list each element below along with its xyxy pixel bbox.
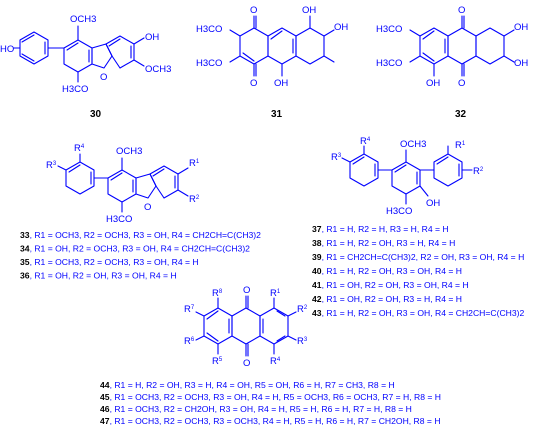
b-ome-top: OCH3 [400,139,426,150]
c-r4: R4 [270,356,281,367]
entry-36: 36, R1 = OH, R2 = OH, R3 = OH, R4 = H [20,271,177,281]
a-r3: R3 [46,160,57,171]
b-oh: OH [426,198,440,209]
a-ome-top: OCH3 [116,146,142,157]
scaffold-a-entries: 33, R1 = OCH3, R2 = OCH3, R3 = OH, R4 = … [20,230,261,281]
a-r2: R2 [189,194,200,205]
svg-text:O: O [144,202,151,213]
c30-ome-bottom: H3CO [62,84,88,95]
c31-oh-bottom: OH [274,78,288,89]
entry-33: 33, R1 = OCH3, R2 = OCH3, R3 = OH, R4 = … [20,230,261,240]
entry-38: 38, R1 = H, R2 = OH, R3 = H, R4 = H [312,238,455,248]
c32-oh-right: OH [514,58,528,69]
c-o-top: O [243,285,250,296]
c30-oh-right: OH [145,32,159,43]
c32-ome-a: H3CO [376,24,402,35]
entry-35: 35, R1 = OCH3, R2 = OCH3, R3 = OH, R4 = … [20,257,199,267]
compound-31: O O H3CO H3CO OH OH OH 31 [196,5,348,120]
c30-oh-left: HO [0,44,14,55]
c31-ome-b: H3CO [196,58,222,69]
a-r4: R4 [74,143,85,154]
scaffold-b: OCH3 R1 R2 R3 R4 H3CO OH 37, R1 = H, R2 … [312,136,525,318]
scaffold-c: O O R8 R7 R6 R5 R1 R2 R3 R4 44, R1 = H, … [100,285,441,426]
entry-42: 42, R1 = OH, R2 = OH, R3 = H, R4 = H [312,294,462,304]
c-r2: R2 [297,304,308,315]
c-o-bottom: O [243,358,250,369]
compound-30: OCH3 OH OCH3 H3CO HO O 30 [0,14,171,120]
c32-number: 32 [455,109,467,120]
entry-43: 43, R1 = H, R2 = OH, R3 = OH, R4 = CH2CH… [312,308,525,318]
c32-oh-top: OH [514,22,528,33]
b-ome-bottom: H3CO [386,206,412,217]
c31-oh-top: OH [302,5,316,16]
entry-45: 45, R1 = OCH3, R2 = OCH3, R3 = OH, R4 = … [100,392,441,402]
svg-text:O: O [458,78,465,89]
svg-text:O: O [250,78,257,89]
c-r6: R6 [184,336,195,347]
entry-41: 41, R1 = OH, R2 = OH, R3 = OH, R4 = H [312,280,469,290]
c32-ome-b: H3CO [376,58,402,69]
entry-47: 47, R1 = OCH3, R2 = OCH3, R3 = OCH3, R4 … [100,416,441,426]
c32-oh-bottom: OH [426,78,440,89]
c-r5: R5 [212,356,223,367]
c30-ome-top: OCH3 [70,14,96,25]
entry-46: 46, R1 = OCH3, R2 = CH2OH, R3 = OH, R4 =… [100,404,412,414]
entry-37: 37, R1 = H, R2 = H, R3 = H, R4 = H [312,224,449,234]
c31-number: 31 [271,109,283,120]
entry-34: 34, R1 = OH, R2 = OCH3, R3 = OH, R4 = CH… [20,244,250,254]
b-r2: R2 [473,166,484,177]
svg-text:O: O [100,72,107,83]
b-r4: R4 [360,136,371,147]
c-r8: R8 [212,288,223,299]
a-r1: R1 [189,158,200,169]
c30-ome-right: OCH3 [145,64,171,75]
a-ome-bottom: H3CO [106,214,132,225]
scaffold-b-entries: 37, R1 = H, R2 = H, R3 = H, R4 = H 38, R1… [312,224,525,318]
b-r3: R3 [331,152,342,163]
scaffold-c-entries: 44, R1 = H, R2 = OH, R3 = H, R4 = OH, R5… [100,380,441,426]
svg-text:O: O [458,5,465,16]
c-r7: R7 [184,304,195,315]
b-r1: R1 [455,140,466,151]
svg-text:O: O [250,5,257,16]
entry-39: 39, R1 = CH2CH=C(CH3)2, R2 = OH, R3 = OH… [312,252,524,262]
svg-text:OH: OH [334,22,348,33]
entry-40: 40, R1 = H, R2 = OH, R3 = OH, R4 = H [312,266,462,276]
c-r3: R3 [297,336,308,347]
entry-44: 44, R1 = H, R2 = OH, R3 = H, R4 = OH, R5… [100,380,395,390]
scaffold-a: OCH3 R1 R2 R3 R4 H3CO O 33, R1 = OCH3, R… [20,143,261,281]
compound-32: O O H3CO H3CO OH OH OH 32 [376,5,528,120]
c31-ome-a: H3CO [196,24,222,35]
c30-number: 30 [90,109,102,120]
c-r1: R1 [270,288,281,299]
